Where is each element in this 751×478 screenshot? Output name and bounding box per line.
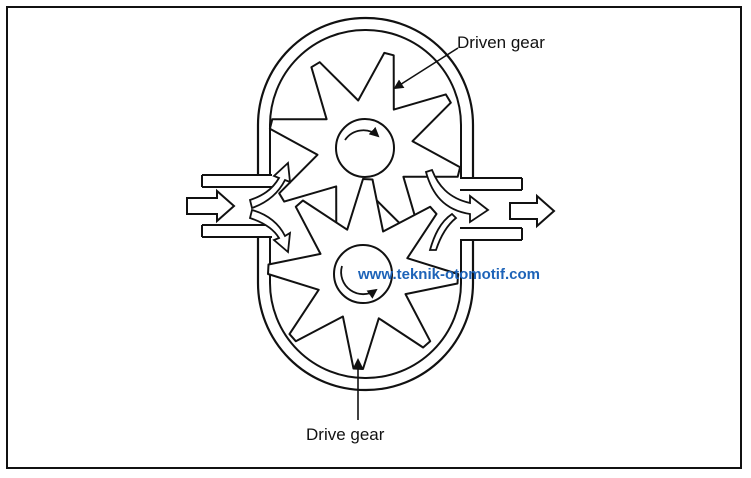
inlet-flow-arrows	[248, 161, 292, 254]
outlet-flow-arrows	[424, 168, 490, 251]
rotation-arrow-icon	[344, 126, 380, 141]
watermark-text: www.teknik-otomotif.com	[358, 266, 540, 283]
drive-gear-icon	[267, 178, 459, 370]
driven-gear-label: Driven gear	[457, 33, 545, 52]
outlet-arrow-icon	[509, 193, 556, 229]
inlet-port	[201, 174, 274, 238]
inlet-arrow-icon	[186, 188, 236, 224]
drive-gear-label: Drive gear	[306, 425, 385, 444]
driven-gear-leader	[393, 47, 459, 90]
